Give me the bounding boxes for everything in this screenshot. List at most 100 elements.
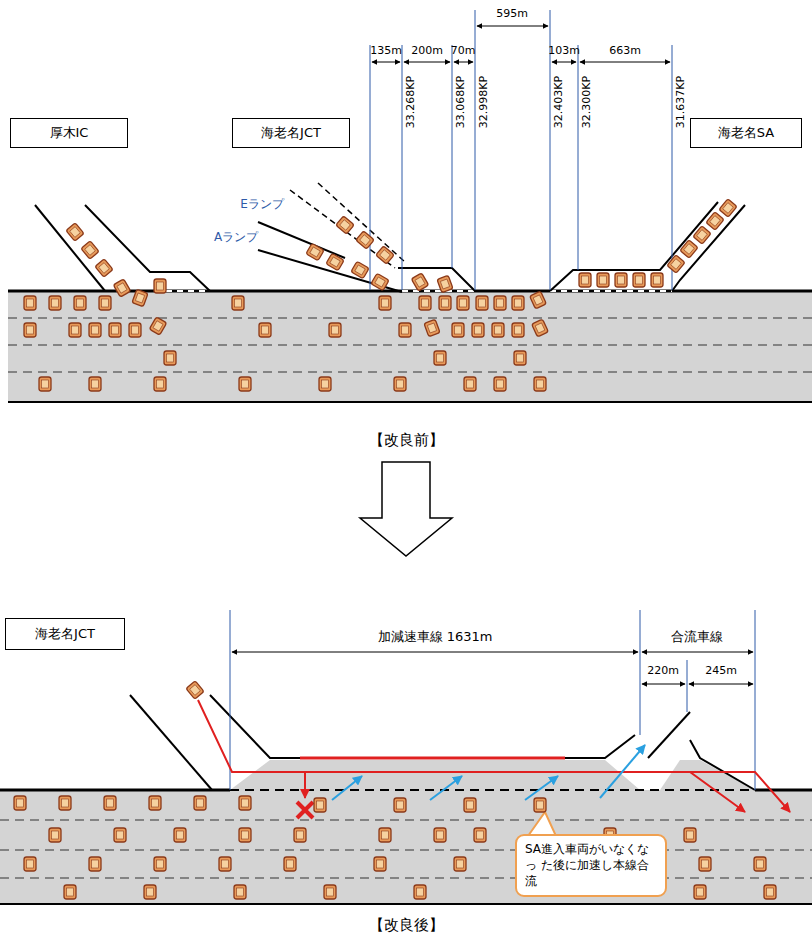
car-icon <box>512 296 524 310</box>
car-icon <box>379 296 391 310</box>
car-icon <box>239 796 251 810</box>
car-icon <box>530 291 547 309</box>
node-text: 海老名SA <box>718 124 774 142</box>
car-icon <box>336 216 354 234</box>
node-text: 厚木IC <box>50 124 89 142</box>
car-icon <box>719 199 737 217</box>
car-icon <box>494 377 506 391</box>
car-icon <box>232 296 244 310</box>
car-icon <box>74 296 86 310</box>
car-icon <box>464 377 476 391</box>
car-icon <box>49 296 61 310</box>
dimension-label: 220m <box>647 665 679 677</box>
car-icon <box>394 798 406 812</box>
car-icon <box>194 796 206 810</box>
car-icon <box>472 323 484 337</box>
kilopost-label: 32.300KP <box>581 76 593 128</box>
car-icon <box>324 885 336 899</box>
car-icon <box>66 223 84 241</box>
car-icon <box>706 212 724 230</box>
dimension-label: 200m <box>411 45 443 57</box>
car-icon <box>411 273 428 291</box>
car-icon <box>69 323 81 337</box>
car-icon <box>89 323 101 337</box>
callout-box: SA進入車両がいなくなっ た後に加速し本線合流 <box>515 834 667 897</box>
car-icon <box>329 323 341 337</box>
kilopost-label: 31.637KP <box>675 76 687 128</box>
dimension-label: 245m <box>705 665 737 677</box>
kilopost-label: 32.403KP <box>553 76 565 128</box>
car-icon <box>154 377 166 391</box>
car-icon <box>454 857 466 871</box>
car-icon <box>186 681 204 699</box>
car-icon <box>534 377 546 391</box>
car-icon <box>114 828 126 842</box>
car-icon <box>492 323 504 337</box>
car-icon <box>532 319 549 337</box>
car-icon <box>154 279 166 293</box>
car-icon <box>219 857 231 871</box>
car-icon <box>474 828 486 842</box>
car-icon <box>132 289 148 306</box>
car-icon <box>434 828 446 842</box>
car-icon <box>437 275 453 292</box>
dimension-label: 135m <box>370 45 402 57</box>
car-icon <box>294 828 306 842</box>
car-icon <box>59 796 71 810</box>
car-icon <box>399 323 411 337</box>
dimension-label: Aランプ <box>214 231 258 244</box>
car-icon <box>149 796 161 810</box>
car-icon <box>24 323 36 337</box>
car-icon <box>326 253 344 270</box>
car-icon <box>89 857 101 871</box>
car-icon <box>64 885 76 899</box>
car-icon <box>319 377 331 391</box>
car-icon <box>693 226 711 244</box>
kilopost-label: 33.268KP <box>405 76 417 128</box>
location-box: 海老名JCT <box>5 618 125 650</box>
car-icon <box>371 273 389 290</box>
location-box: 海老名SA <box>690 118 802 148</box>
car-icon <box>512 323 524 337</box>
car-icon <box>113 279 130 297</box>
car-icon <box>680 240 698 258</box>
car-icon <box>764 885 776 899</box>
car-icon <box>109 323 121 337</box>
car-icon <box>174 828 186 842</box>
car-icon <box>651 273 663 287</box>
car-icon <box>414 885 426 899</box>
car-icon <box>129 323 141 337</box>
car-icon <box>95 259 113 277</box>
car-icon <box>699 857 711 871</box>
car-icon <box>144 885 156 899</box>
dimension-label: 加減速車線 1631m <box>378 630 493 644</box>
car-icon <box>379 828 391 842</box>
car-icon <box>615 273 627 287</box>
car-icon <box>356 231 374 249</box>
car-icon <box>89 377 101 391</box>
car-icon <box>434 351 446 365</box>
dimension-label: 595m <box>496 8 528 20</box>
car-icon <box>39 377 51 391</box>
dimension-label: 663m <box>609 45 641 57</box>
car-icon <box>476 296 488 310</box>
car-icon <box>234 885 246 899</box>
location-box: 海老名JCT <box>232 118 350 148</box>
car-icon <box>424 319 440 336</box>
dimension-label: 103m <box>548 45 580 57</box>
car-icon <box>452 323 464 337</box>
car-icon <box>464 798 476 812</box>
transition-arrow <box>360 462 452 556</box>
car-icon <box>24 296 36 310</box>
car-icon <box>14 796 26 810</box>
car-icon <box>351 261 369 278</box>
car-icon <box>259 323 271 337</box>
car-icon <box>149 317 166 335</box>
car-icon <box>24 857 36 871</box>
dimension-label: 合流車線 <box>671 630 723 644</box>
road-before <box>8 10 812 402</box>
car-icon <box>314 798 326 812</box>
car-icon <box>694 885 706 899</box>
dimension-label: 【改良前】 <box>369 432 444 449</box>
node-text: SA進入車両がいなくなっ た後に加速し本線合流 <box>525 841 657 890</box>
